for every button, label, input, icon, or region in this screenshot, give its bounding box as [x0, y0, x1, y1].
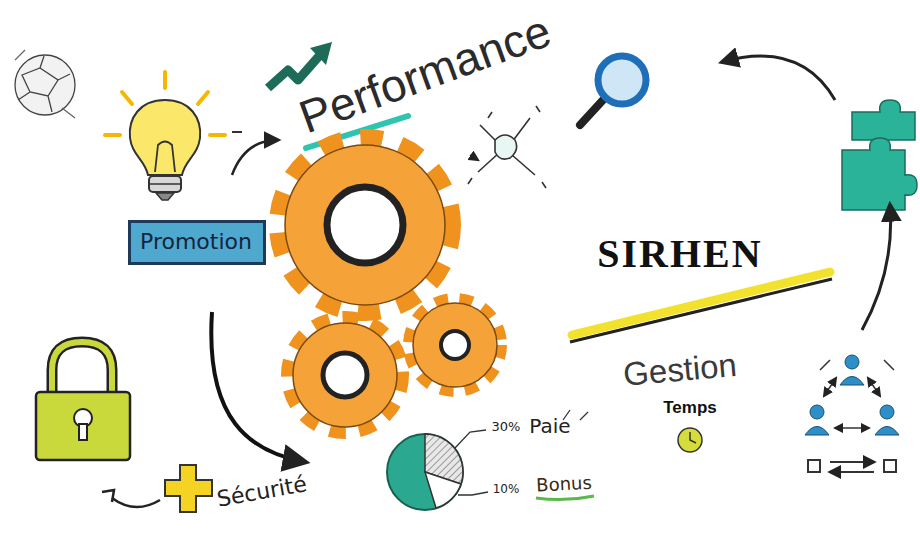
percent-label: 30% [492, 420, 521, 434]
puzzle [842, 100, 917, 210]
pie-chart [387, 410, 588, 510]
theme-word: Sécurité [215, 472, 309, 512]
padlock [36, 342, 130, 460]
percent-label: 10% [493, 483, 520, 496]
arrow [232, 140, 278, 175]
box-text: Promotion [140, 229, 254, 254]
theme-word: Temps [663, 399, 717, 418]
chart-label: Bonus [536, 473, 593, 496]
label-box: Promotion [128, 220, 266, 265]
plus-sign [102, 465, 212, 512]
stripe [570, 272, 832, 342]
clock [678, 428, 702, 452]
product-name: SIRHEN [597, 232, 762, 276]
arrow [722, 56, 835, 100]
title-word: Performance [293, 5, 558, 143]
growth-arrow [268, 42, 332, 88]
arrow [862, 205, 891, 330]
underline [536, 496, 594, 500]
magnifier [580, 56, 646, 125]
paper-ball [15, 50, 75, 118]
people-network [805, 355, 899, 472]
lightbulb [105, 72, 225, 200]
gears [279, 139, 500, 431]
arrow [211, 312, 305, 462]
theme-word: Gestion [622, 347, 738, 393]
chart-label: Paie [529, 415, 570, 437]
hands [468, 106, 546, 188]
